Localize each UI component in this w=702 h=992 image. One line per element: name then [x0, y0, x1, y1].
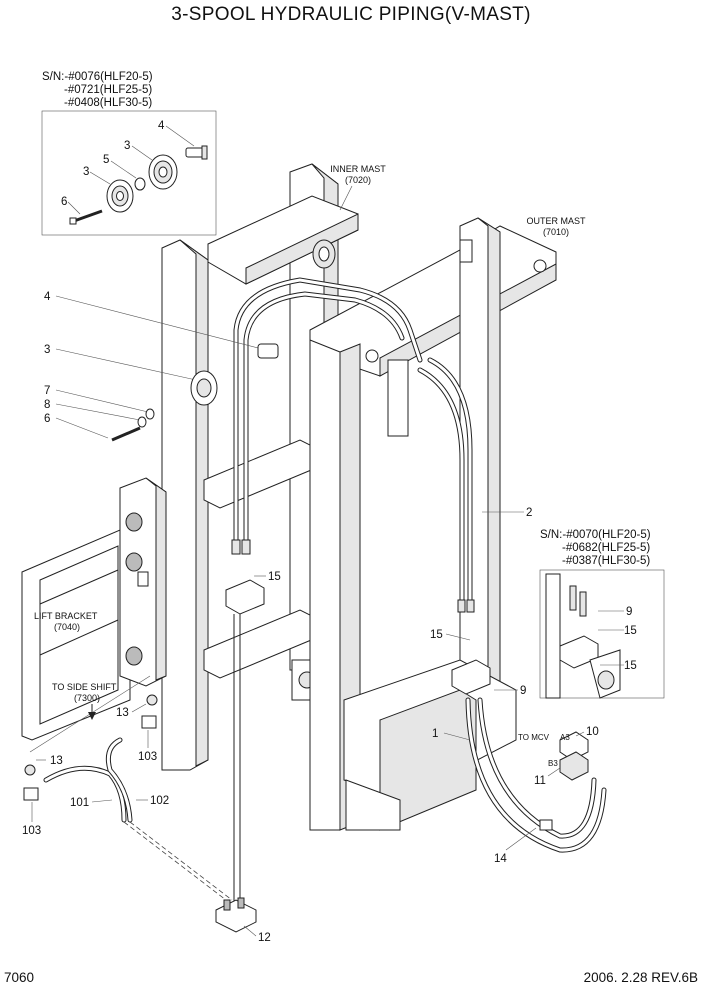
inner-mast-number: (7020) [345, 175, 371, 185]
serial-note-top-line-2: -#0721(HLF25-5) [64, 84, 152, 96]
callout-inset-6: 6 [61, 196, 67, 208]
page-title: 3-SPOOL HYDRAULIC PIPING(V-MAST) [171, 4, 530, 25]
page-number: 7060 [4, 970, 34, 985]
callout-13-upper: 13 [116, 707, 129, 719]
inset-right-frame [539, 569, 665, 699]
callout-102: 102 [150, 795, 169, 807]
callout-9-mast: 9 [520, 685, 526, 697]
pin-part [165, 125, 208, 160]
callout-14: 14 [494, 853, 507, 865]
callout-9-inset: 9 [626, 606, 632, 618]
callout-inset-3a: 3 [124, 140, 130, 152]
serial-note-right-line-2: -#0682(HLF25-5) [562, 542, 650, 554]
callout-103-lower: 103 [22, 825, 41, 837]
bolt-part [67, 201, 103, 225]
serial-note-right-line-3: -#0387(HLF30-5) [562, 555, 650, 567]
revision-date: 2006. 2.28 REV.6B [584, 970, 698, 985]
roller-part-upper [131, 145, 178, 190]
callout-10: 10 [586, 726, 599, 738]
serial-note-top-line-1: S/N:-#0076(HLF20-5) [42, 71, 153, 83]
port-b3-label: B3 [548, 759, 558, 768]
callout-101: 101 [70, 797, 89, 809]
serial-note-right-line-1: S/N:-#0070(HLF20-5) [540, 529, 651, 541]
callout-6: 6 [44, 413, 50, 425]
lift-bracket-number: (7040) [54, 622, 80, 632]
callout-inset-3b: 3 [83, 166, 89, 178]
inner-mast-label: INNER MAST [330, 164, 386, 174]
callout-103-upper: 103 [138, 751, 157, 763]
serial-note-top-line-3: -#0408(HLF30-5) [64, 97, 152, 109]
callout-inset-5: 5 [103, 154, 109, 166]
washer-part [110, 160, 146, 191]
lift-bracket: LIFT BRACKET (7040) [21, 477, 167, 741]
inset-right: S/N:-#0070(HLF20-5) -#0682(HLF25-5) -#03… [539, 529, 665, 699]
callout-1: 1 [432, 728, 438, 740]
outer-mast-number: (7010) [543, 227, 569, 237]
callout-15-upper: 15 [268, 571, 281, 583]
outer-mast: OUTER MAST (7010) [309, 216, 586, 831]
callout-8: 8 [44, 399, 50, 411]
callout-15-mast: 15 [430, 629, 443, 641]
piping [23, 277, 607, 933]
callout-4: 4 [44, 291, 51, 303]
side-shift-label: TO SIDE SHIFT [52, 682, 117, 692]
callout-2: 2 [526, 507, 532, 519]
to-mcv-label: TO MCV [518, 733, 550, 742]
callouts: 4 3 7 8 6 15 2 9 15 15 15 9 1 TO MCV A3 [22, 291, 637, 944]
outer-mast-label: OUTER MAST [526, 216, 586, 226]
inset-top-left: S/N:-#0076(HLF20-5) -#0721(HLF25-5) -#04… [41, 71, 217, 236]
callout-11: 11 [534, 775, 546, 787]
callout-inset-4: 4 [158, 120, 165, 132]
inset-frame [41, 110, 217, 236]
callout-13-lower: 13 [50, 755, 63, 767]
side-shift-number: (7300) [74, 693, 100, 703]
callout-15-inset-upper: 15 [624, 625, 637, 637]
lift-bracket-label: LIFT BRACKET [34, 611, 98, 621]
callout-12: 12 [258, 932, 271, 944]
roller-part-lower [89, 171, 134, 213]
callout-15-inset-lower: 15 [624, 660, 637, 672]
callout-3: 3 [44, 344, 50, 356]
callout-7: 7 [44, 385, 50, 397]
port-a3-label: A3 [560, 733, 570, 742]
